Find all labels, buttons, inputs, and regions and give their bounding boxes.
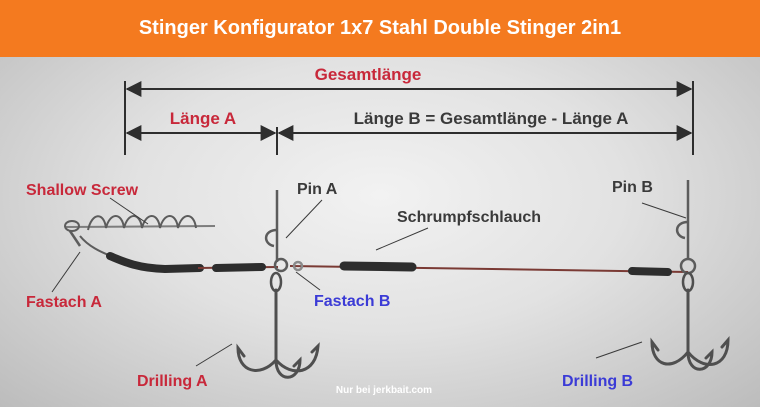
drilling-b [650, 271, 730, 371]
pin-a [264, 190, 304, 273]
drilling-b-label: Drilling B [562, 373, 633, 390]
pin-b-label: Pin B [612, 179, 653, 196]
drilling-a [236, 271, 320, 379]
length-a-label: Länge A [170, 109, 236, 128]
fastach-b-label: Fastach B [314, 293, 390, 310]
leader-lines [51, 197, 687, 367]
fastach-a [79, 235, 204, 274]
shallow-screw-label: Shallow Screw [26, 182, 139, 199]
drilling-a-label: Drilling A [137, 373, 208, 390]
watermark: Nur bei jerkbait.com [336, 385, 432, 396]
header-bar: Stinger Konfigurator 1x7 Stahl Double St… [0, 0, 760, 57]
shrink-tubes [212, 261, 672, 276]
pin-b [675, 180, 697, 275]
fastach-a-label: Fastach A [26, 294, 102, 311]
dimension-lines [124, 81, 694, 155]
stinger-wire [197, 265, 689, 273]
length-b-label: Länge B = Gesamtlänge - Länge A [354, 109, 629, 128]
page-title: Stinger Konfigurator 1x7 Stahl Double St… [138, 17, 622, 39]
schrumpfschlauch-label: Schrumpfschlauch [397, 209, 541, 226]
total-length-label: Gesamtlänge [315, 65, 422, 84]
shallow-screw [64, 215, 216, 247]
pin-a-label: Pin A [297, 181, 338, 198]
